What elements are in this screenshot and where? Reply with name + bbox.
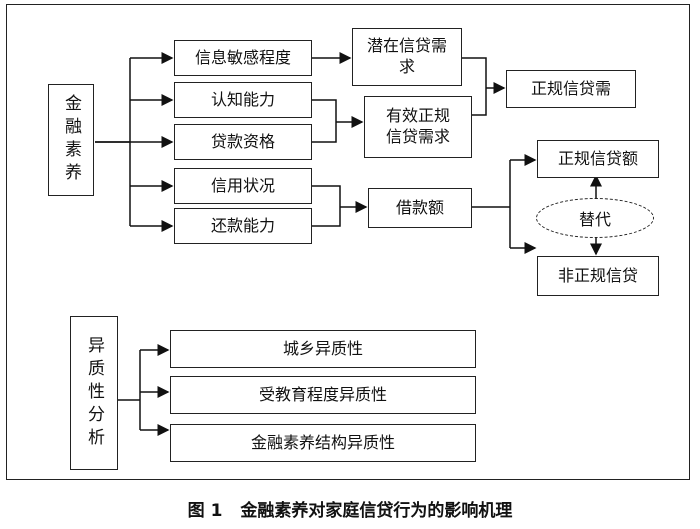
financial-literacy-box: 金融素养 [48,84,94,196]
heterogeneity-urban-rural: 城乡异质性 [170,330,476,368]
dimension-credit-status: 信用状况 [174,168,312,204]
figure-caption: 图 1 金融素养对家庭信贷行为的影响机理 [0,496,700,521]
loan-amount-box: 借款额 [368,188,472,228]
formal-credit-amount-box: 正规信贷额 [537,140,659,178]
diagram-frame [6,4,690,480]
dimension-loan-eligibility: 贷款资格 [174,124,312,160]
dimension-cognition: 认知能力 [174,82,312,118]
dimension-repayment-ability: 还款能力 [174,208,312,244]
latent-credit-demand-box: 潜在信贷需求 [352,28,462,86]
figure-title: 金融素养对家庭信贷行为的影响机理 [240,501,513,521]
substitution-ellipse: 替代 [536,198,654,238]
heterogeneity-education: 受教育程度异质性 [170,376,476,414]
figure-number: 图 1 [187,501,223,521]
effective-formal-demand-box: 有效正规信贷需求 [364,96,472,158]
informal-credit-box: 非正规信贷 [537,256,659,296]
heterogeneity-analysis-box: 异质性分析 [70,316,118,470]
formal-credit-demand-box: 正规信贷需 [506,70,636,108]
dimension-info-sensitivity: 信息敏感程度 [174,40,312,76]
heterogeneity-literacy-structure: 金融素养结构异质性 [170,424,476,462]
